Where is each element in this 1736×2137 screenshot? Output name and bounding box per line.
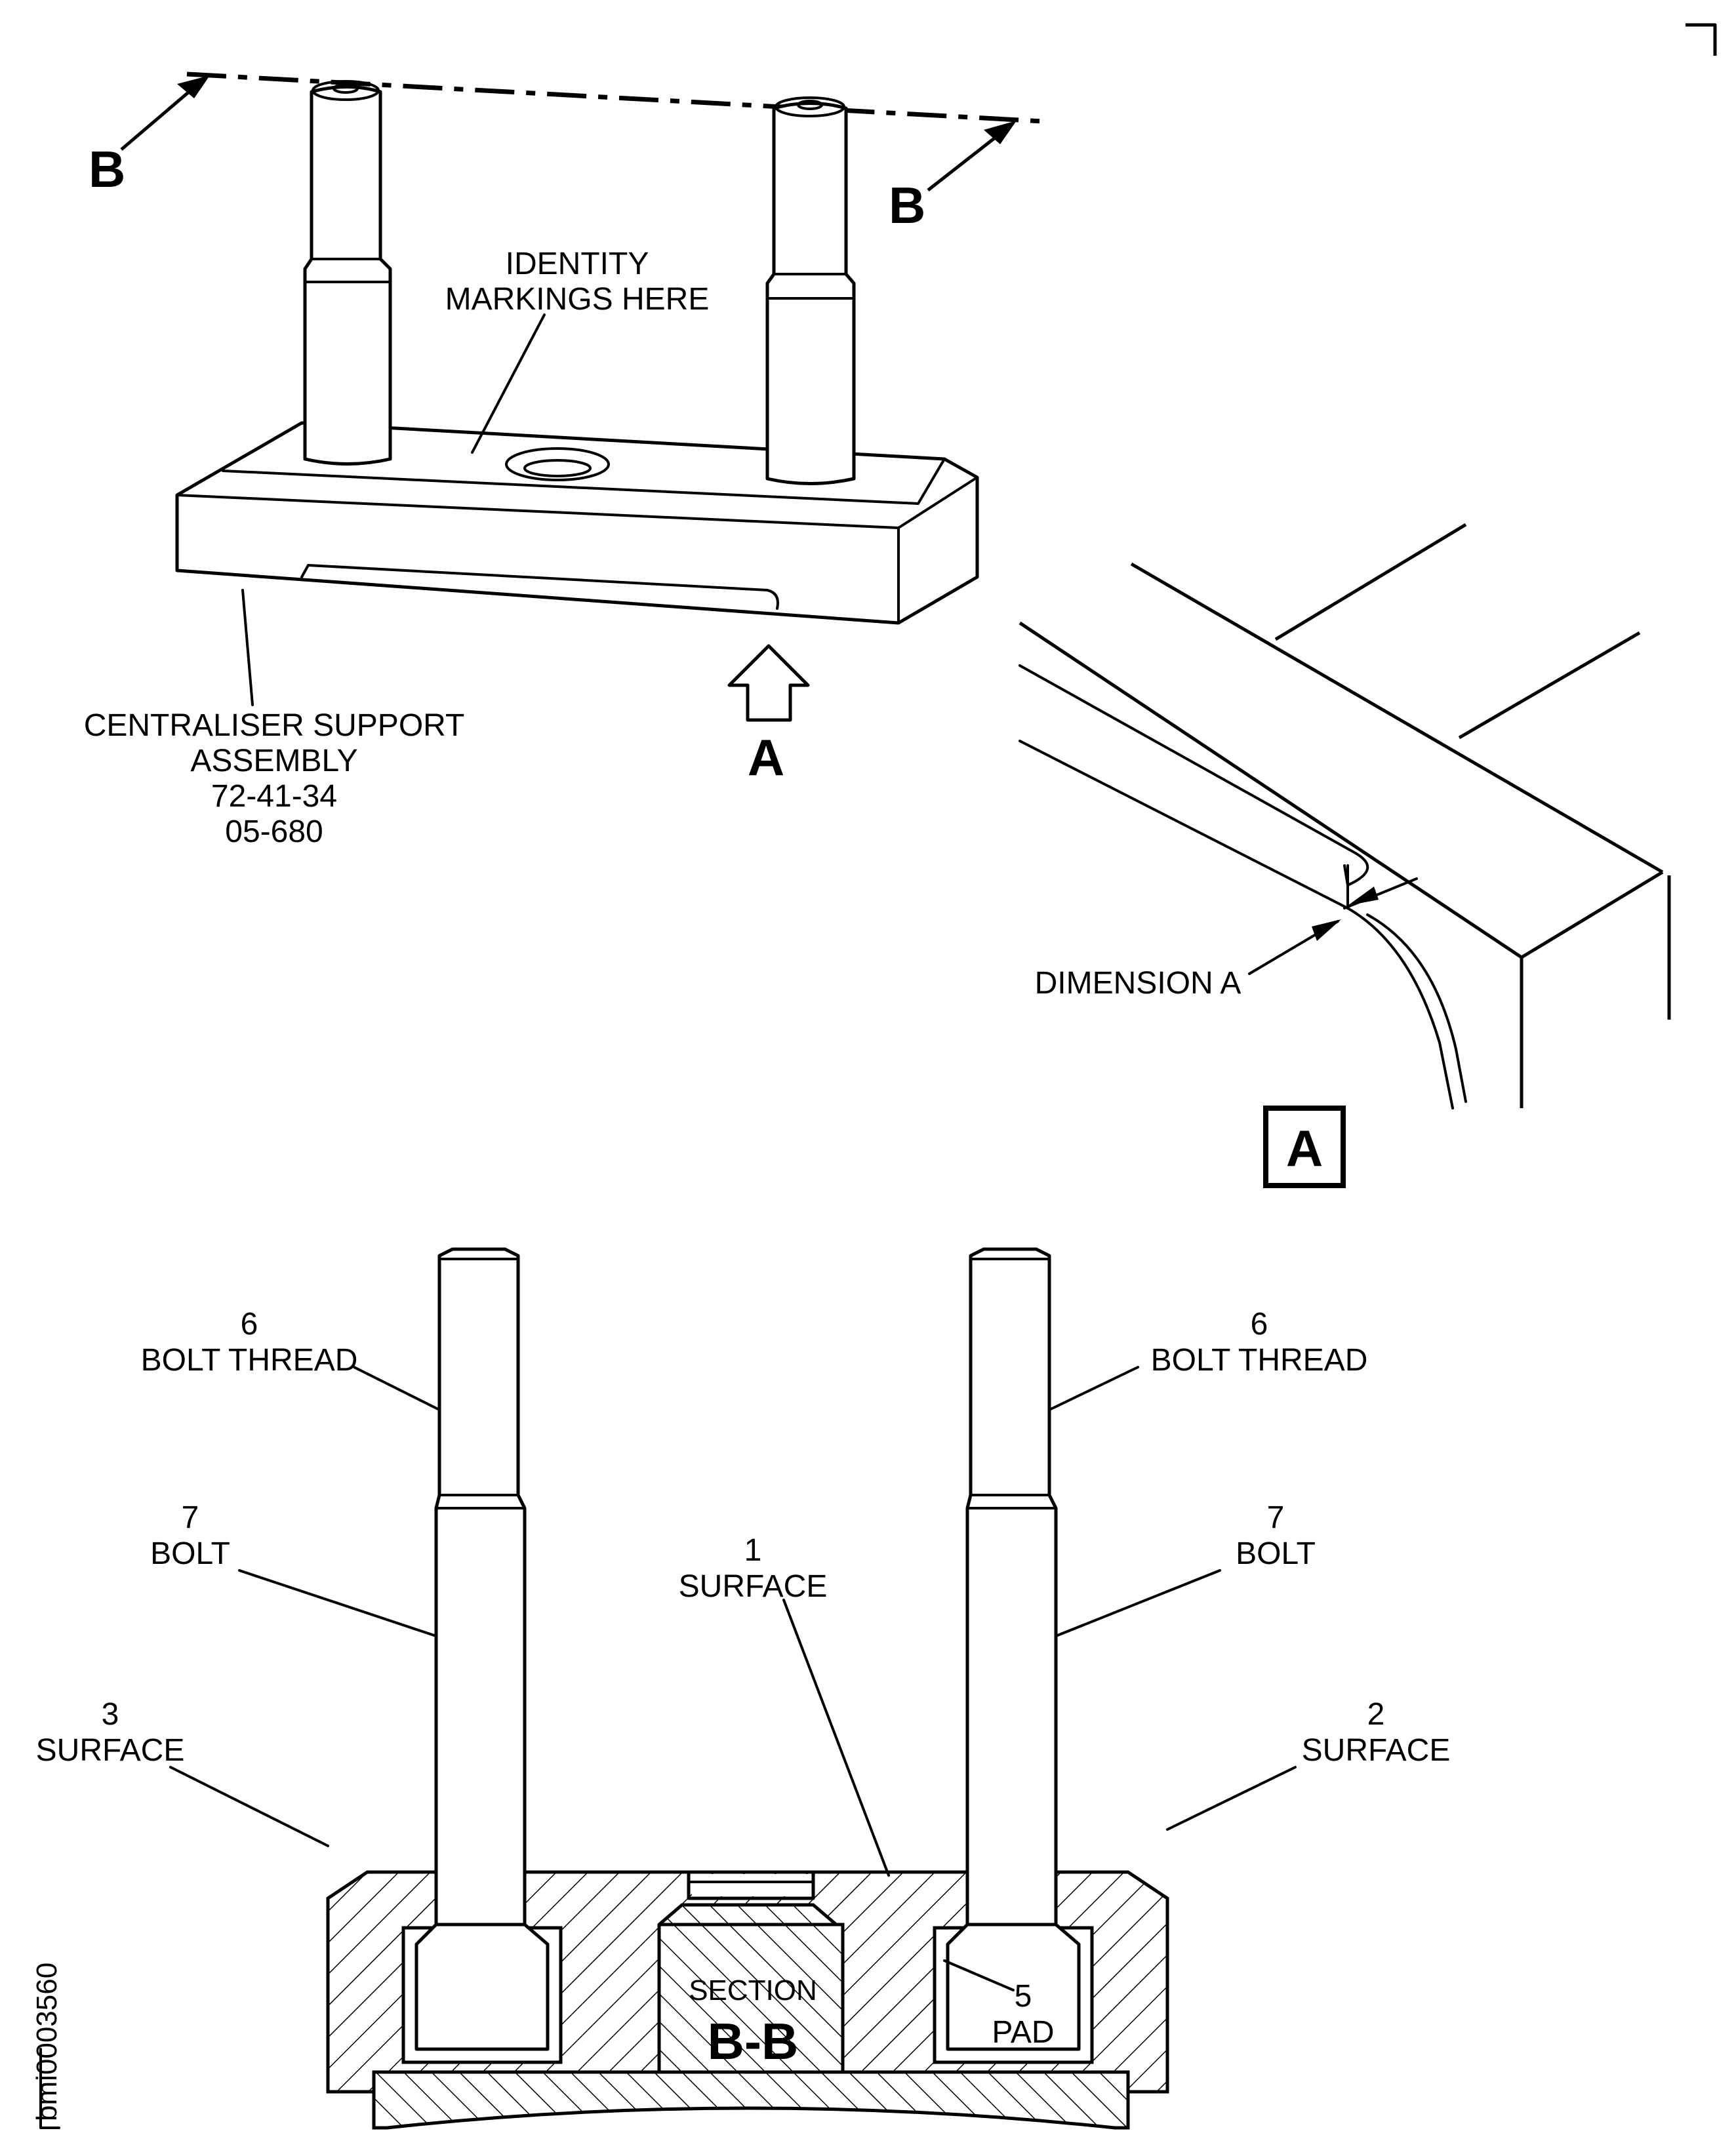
section-cut-label-right: B <box>889 176 925 234</box>
corner-mark <box>1686 23 1717 56</box>
pad <box>372 2070 1130 2130</box>
perspective-view: B B IDENTITY MARKINGS HERE CENTRALISER S… <box>84 71 1043 849</box>
section-cut-label-left: B <box>89 140 125 198</box>
identity-markings-label-2: MARKINGS HERE <box>445 282 710 317</box>
detail-a-view: DIMENSION A A <box>1019 523 1671 1188</box>
leader-surface2 <box>1166 1766 1297 1831</box>
dimension-a-label: DIMENSION A <box>1035 966 1241 1001</box>
identity-markings-label-1: IDENTITY <box>506 247 649 281</box>
surface1-num: 1 <box>744 1533 762 1568</box>
post-left <box>303 80 392 466</box>
leader-bolt-thread-right <box>1048 1366 1139 1411</box>
section-id: B-B <box>708 2012 799 2070</box>
bolt-thread-right-label: BOLT THREAD <box>1151 1343 1368 1378</box>
pad-num: 5 <box>1015 1979 1032 2014</box>
surface1-label: SURFACE <box>679 1569 828 1604</box>
bolt-thread-right-num: 6 <box>1251 1307 1268 1342</box>
base-block <box>175 421 979 625</box>
surface3-num: 3 <box>102 1697 119 1732</box>
bolt-thread-left-label: BOLT THREAD <box>141 1343 358 1378</box>
leader-bolt-thread-left <box>353 1366 441 1411</box>
surface2-num: 2 <box>1367 1697 1385 1732</box>
bolt-left <box>401 1247 563 2064</box>
leader-bolt-left <box>238 1569 437 1637</box>
section-bb-view: 6 BOLT THREAD 6 BOLT THREAD 7 BOLT 7 BOL… <box>36 1247 1451 2130</box>
leader-pad <box>943 1959 1015 1991</box>
surface3-label: SURFACE <box>36 1733 185 1768</box>
view-arrow-label: A <box>748 729 784 786</box>
figure-id: bmi0003560 <box>31 1963 63 2129</box>
bolt-left-label: BOLT <box>150 1536 230 1571</box>
leader-identity <box>471 313 546 454</box>
leader-surface1 <box>782 1599 890 1877</box>
assembly-label-3: 72-41-34 <box>211 779 337 814</box>
detail-a-box <box>1263 1106 1346 1188</box>
assembly-label-2: ASSEMBLY <box>190 744 357 778</box>
section-arrow-left <box>120 75 210 151</box>
bolt-right-num: 7 <box>1267 1500 1285 1535</box>
view-arrow-a <box>727 644 810 722</box>
bolt-left-num: 7 <box>182 1500 199 1535</box>
bolt-right-label: BOLT <box>1236 1536 1316 1571</box>
pad-label: PAD <box>992 2015 1054 2050</box>
figure-id-text: bmi0003560 <box>31 1963 63 2121</box>
detail-a-box-label: A <box>1286 1119 1323 1177</box>
surface2-label: SURFACE <box>1302 1733 1451 1768</box>
leader-surface3 <box>169 1766 329 1847</box>
assembly-label-1: CENTRALISER SUPPORT <box>84 708 465 743</box>
assembly-label-4: 05-680 <box>225 814 323 849</box>
leader-bolt-right <box>1055 1569 1221 1637</box>
section-arrow-right <box>927 121 1017 191</box>
post-right <box>765 96 856 485</box>
leader-assembly <box>241 589 254 706</box>
section-word: SECTION <box>689 1974 817 2007</box>
bolt-right <box>933 1247 1094 2064</box>
bolt-thread-left-num: 6 <box>241 1307 258 1342</box>
